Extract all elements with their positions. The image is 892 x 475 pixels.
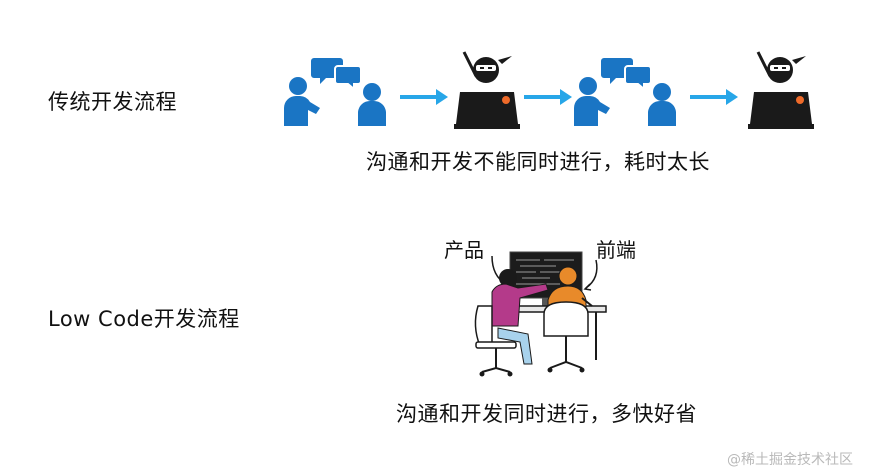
traditional-caption: 沟通和开发不能同时进行，耗时太长 (366, 150, 710, 174)
pair-programming-illustration (474, 251, 607, 377)
lowcode-process-label: Low Code开发流程 (48, 307, 240, 331)
people-talking-icon (574, 58, 676, 126)
product-label: 产品 (444, 238, 484, 262)
watermark: @稀土掘金技术社区 (727, 452, 853, 468)
people-talking-icon (284, 58, 386, 126)
ninja-laptop-icon (748, 51, 814, 129)
arrow-right-icon (524, 89, 572, 105)
ninja-laptop-icon (454, 51, 520, 129)
traditional-process-label: 传统开发流程 (48, 90, 177, 114)
arrow-right-icon (400, 89, 448, 105)
frontend-label: 前端 (596, 238, 636, 262)
arrow-right-icon (690, 89, 738, 105)
lowcode-caption: 沟通和开发同时进行，多快好省 (396, 402, 697, 426)
